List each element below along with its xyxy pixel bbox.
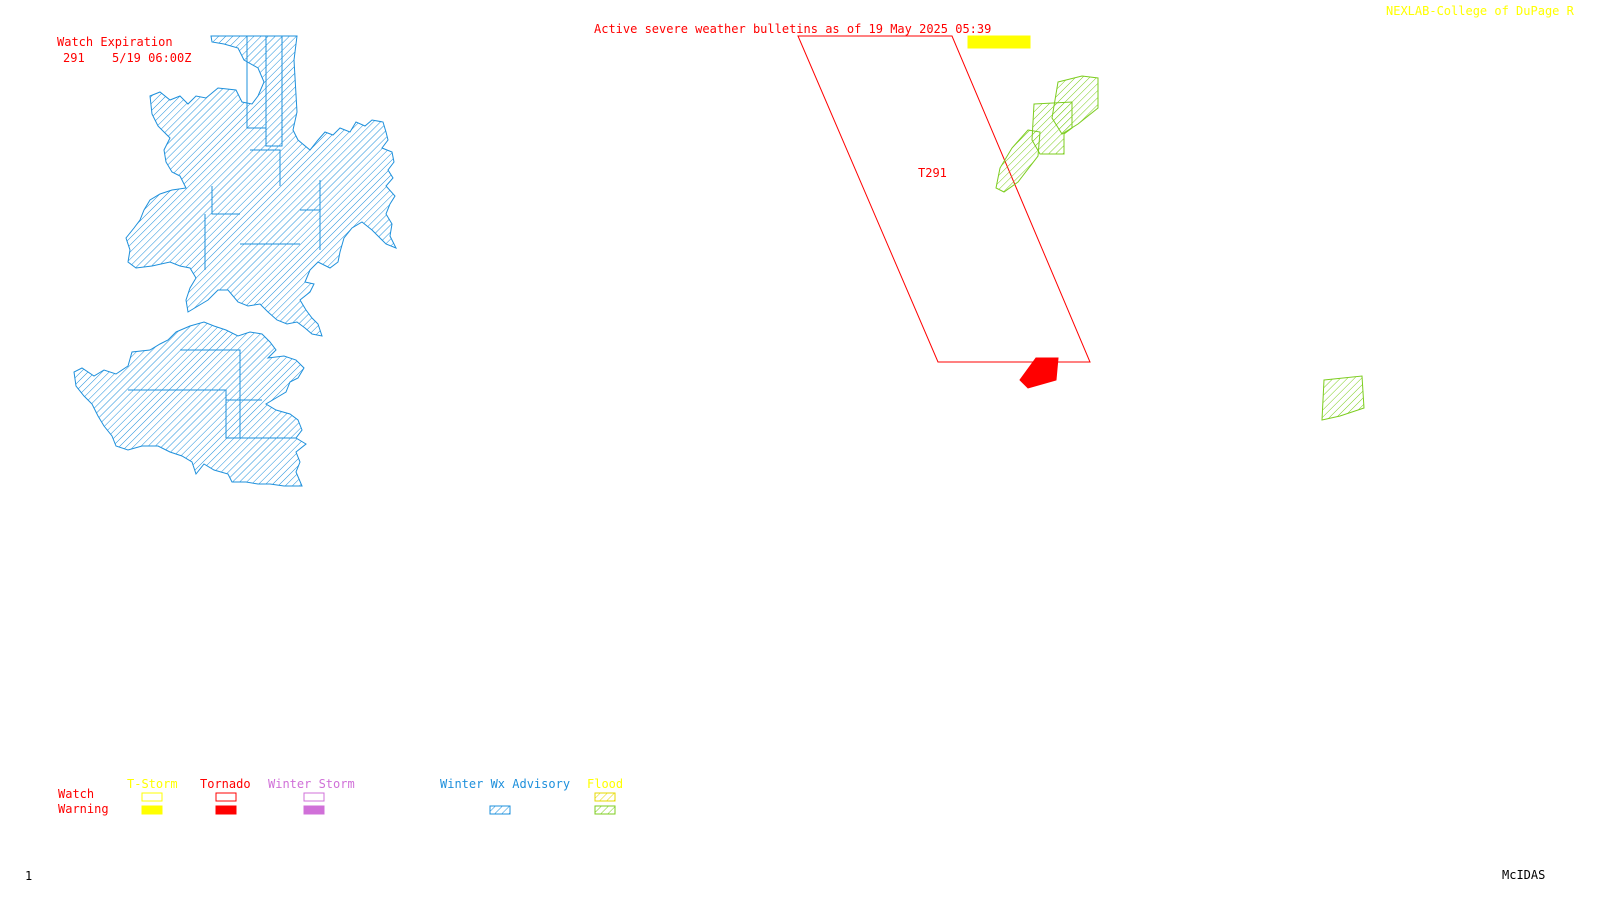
tornado-watch-box-t291[interactable] — [797, 35, 1091, 363]
legend-winter-advisory-label: Winter Wx Advisory — [440, 777, 571, 791]
legend-swatches — [141, 792, 616, 815]
legend-tornado-warning-swatch — [215, 805, 237, 815]
legend-tstorm-warning-swatch — [141, 805, 163, 815]
watch-expiration-heading: Watch Expiration — [57, 35, 173, 49]
winter-advisory-area-north — [125, 35, 398, 337]
legend-flood-warning-swatch — [594, 805, 616, 815]
winter-advisory-area-south — [73, 321, 307, 487]
tornado-warning-polygon[interactable] — [1019, 357, 1059, 389]
legend-tornado-watch-swatch — [215, 792, 237, 802]
legend-winter-storm-label: Winter Storm — [268, 777, 355, 791]
frame-number: 1 — [25, 869, 33, 883]
flood-warning-polygon-4[interactable] — [1321, 375, 1365, 421]
tstorm-warning-polygon[interactable] — [967, 35, 1031, 49]
watch-expiration-time: 5/19 06:00Z — [112, 51, 192, 65]
bulletin-title: Active severe weather bulletins as of 19… — [594, 22, 992, 36]
legend-flood-watch-swatch — [594, 792, 616, 802]
credit-text: NEXLAB-College of DuPage R — [1386, 4, 1574, 18]
watch-box-label[interactable]: T291 — [918, 166, 947, 180]
legend-tornado-label: Tornado — [200, 777, 251, 791]
legend-flood-label: Flood — [587, 777, 624, 791]
legend-warning-label: Warning — [58, 802, 109, 816]
legend-tstorm-watch-swatch — [141, 792, 163, 802]
legend-winter-advisory-swatch — [489, 805, 511, 815]
software-label: McIDAS — [1502, 868, 1546, 882]
flood-warning-polygon-3[interactable] — [995, 129, 1041, 193]
legend-winter-storm-warning-swatch — [303, 805, 325, 815]
legend-winter-storm-watch-swatch — [303, 792, 325, 802]
legend-tstorm-label: T-Storm — [127, 777, 178, 791]
legend-watch-label: Watch — [58, 787, 95, 801]
watch-number: 291 — [63, 51, 85, 65]
